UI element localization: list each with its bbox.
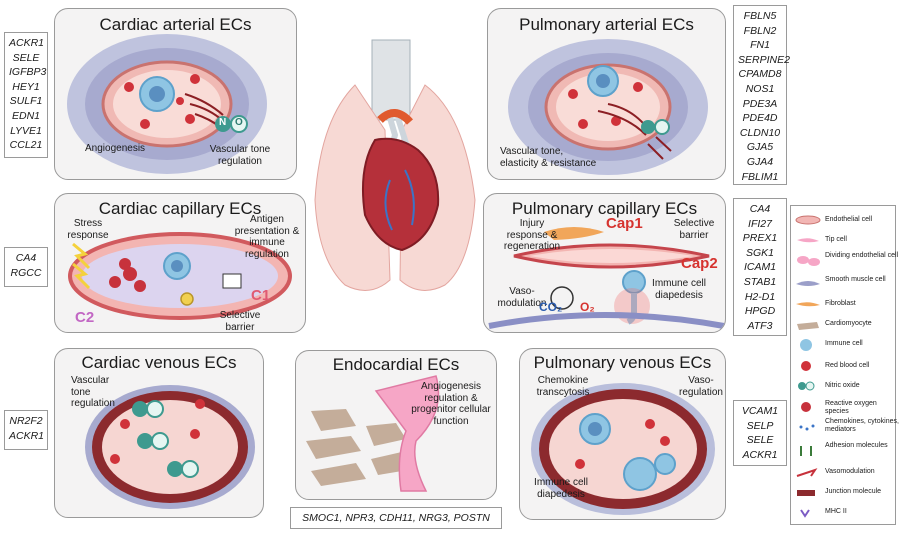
chemokine-transcytosis-label: Chemokine transcytosis xyxy=(536,375,590,398)
panel-title: Endocardial ECs xyxy=(332,355,460,374)
panel-title: Pulmonary arterial ECs xyxy=(519,15,694,34)
vascular-tone-label: Vascular tone regulation xyxy=(71,375,115,409)
legend-item: Endothelial cell xyxy=(825,216,873,223)
vasoregulation-label: Vaso- regulation xyxy=(679,375,723,398)
pulmonary-vein-illustration xyxy=(531,383,715,515)
legend-item: Chemokines, cytokines, mediators xyxy=(825,418,899,433)
legend-item: Junction molecule xyxy=(825,488,882,495)
pulmonary-capillary-panel: Pulmonary capillary ECs Injury response … xyxy=(483,193,726,333)
pulmonary-capillary-illustration xyxy=(488,227,725,329)
angiogenesis-label: Angiogenesis xyxy=(85,143,146,154)
pulmonary-arterial-panel: Pulmonary arterial ECs Vascular tone, el… xyxy=(487,8,726,180)
cardiac-capillary-genes: CA4 RGCC xyxy=(4,247,48,287)
endocardium-illustration xyxy=(306,375,440,492)
legend-item: Tip cell xyxy=(825,236,847,243)
pulmonary-artery-illustration xyxy=(508,39,708,175)
legend-item: Dividing endothelial cell xyxy=(825,252,899,259)
stress-response-label: Stress response xyxy=(67,218,109,241)
angiogenesis-regulation-label: Angiogenesis regulation & progenitor cel… xyxy=(411,381,491,427)
no-o-glyph: O xyxy=(235,117,243,128)
pulmonary-arterial-genes: FBLN5 FBLN2 FN1 SERPINE2 CPAMD8 NOS1 PDE… xyxy=(733,5,790,185)
legend-item: Red blood cell xyxy=(825,362,870,369)
pulmonary-capillary-genes: CA4 IFI27 PREX1 SGK1 ICAM1 STAB1 H2-D1 H… xyxy=(733,198,787,336)
injury-response-label: Injury response & regeneration xyxy=(503,218,561,252)
panel-title: Cardiac capillary ECs xyxy=(98,199,262,218)
legend-item: Reactive oxygen species xyxy=(825,400,877,415)
legend-item: Vasomodulation xyxy=(825,468,875,475)
c2-label: C2 xyxy=(75,309,95,326)
panel-title: Pulmonary capillary ECs xyxy=(511,199,698,218)
cardiac-vein-illustration xyxy=(85,385,255,509)
legend-item: MHC II xyxy=(825,508,847,515)
endocardial-panel: Endocardial ECs Angiogenesis regulation … xyxy=(295,350,497,500)
no-n-glyph: N xyxy=(219,117,227,128)
cardiac-capillary-panel: Cardiac capillary ECs Stress response An… xyxy=(54,193,306,333)
legend-item: Adhesion molecules xyxy=(825,442,888,449)
c1-label: C1 xyxy=(251,287,271,304)
immune-diapedesis-label: Immune cell diapedesis xyxy=(652,278,706,301)
cardiac-arterial-genes: ACKR1 SELE IGFBP3 HEY1 SULF1 EDN1 LYVE1 … xyxy=(4,32,48,158)
selective-barrier-label: Selective barrier xyxy=(673,218,715,241)
o2-label: O₂ xyxy=(580,300,595,314)
co2-label: CO₂ xyxy=(539,300,563,314)
pulmonary-venous-genes: VCAM1 SELP SELE ACKR1 xyxy=(733,400,787,466)
pulmonary-venous-panel: Pulmonary venous ECs Chemokine transcyto… xyxy=(519,348,726,520)
vascular-tone-label: Vascular tone regulation xyxy=(209,144,271,167)
cap2-label: Cap2 xyxy=(681,255,718,272)
legend-item: Immune cell xyxy=(825,340,863,347)
legend-item: Nitric oxide xyxy=(825,382,860,389)
cardiac-venous-genes: NR2F2 ACKR1 xyxy=(4,410,48,450)
cardiac-capillary-illustration xyxy=(68,232,292,320)
cap1-label: Cap1 xyxy=(606,215,643,232)
legend-icons xyxy=(795,215,821,518)
legend: Endothelial cell Tip cell Dividing endot… xyxy=(790,205,899,525)
panel-title: Cardiac arterial ECs xyxy=(99,15,252,34)
cardiac-venous-panel: Cardiac venous ECs Vascular tone regulat… xyxy=(54,348,264,518)
endocardial-genes: SMOC1, NPR3, CDH11, NRG3, POSTN xyxy=(290,507,502,529)
panel-title: Pulmonary venous ECs xyxy=(533,353,712,372)
antigen-presentation-label: Antigen presentation & immune regulation xyxy=(234,214,300,260)
immune-diapedesis-label: Immune cell diapedesis xyxy=(534,477,588,500)
legend-item: Cardiomyocyte xyxy=(825,320,872,327)
vasomodulation-label: Vaso- modulation xyxy=(497,286,547,309)
selective-barrier-label: Selective barrier xyxy=(219,310,261,333)
legend-item: Smooth muscle cell xyxy=(825,276,886,283)
cardiac-artery-illustration xyxy=(67,34,267,174)
cardiac-arterial-panel: Cardiac arterial ECs N O Angiogenesis Va… xyxy=(54,8,297,180)
vascular-tone-label: Vascular tone, elasticity & resistance xyxy=(500,146,597,169)
legend-item: Fibroblast xyxy=(825,300,856,307)
panel-title: Cardiac venous ECs xyxy=(81,353,237,372)
